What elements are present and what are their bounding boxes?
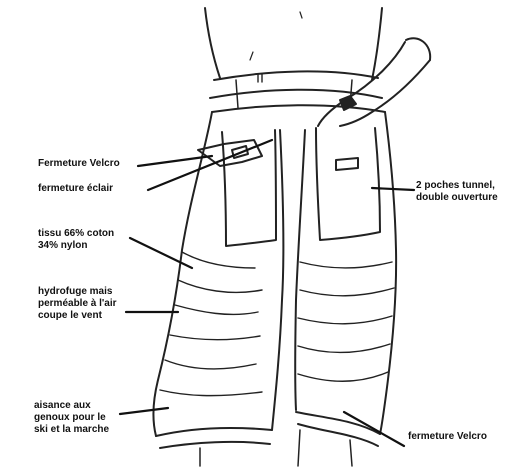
trousers-drawing — [154, 8, 431, 466]
label-waterproof: hydrofuge mais perméable à l'air coupe l… — [38, 286, 117, 322]
label-zipper: fermeture éclair — [38, 183, 113, 195]
label-pockets: 2 poches tunnel, double ouverture — [416, 180, 498, 204]
label-velcro-top: Fermeture Velcro — [38, 158, 120, 170]
label-velcro-bottom: fermeture Velcro — [408, 431, 487, 443]
leader-knees — [120, 408, 168, 414]
label-fabric: tissu 66% coton 34% nylon — [38, 228, 114, 252]
leader-velcro-bottom — [344, 412, 404, 446]
label-knees: aisance aux genoux pour le ski et la mar… — [34, 400, 109, 436]
